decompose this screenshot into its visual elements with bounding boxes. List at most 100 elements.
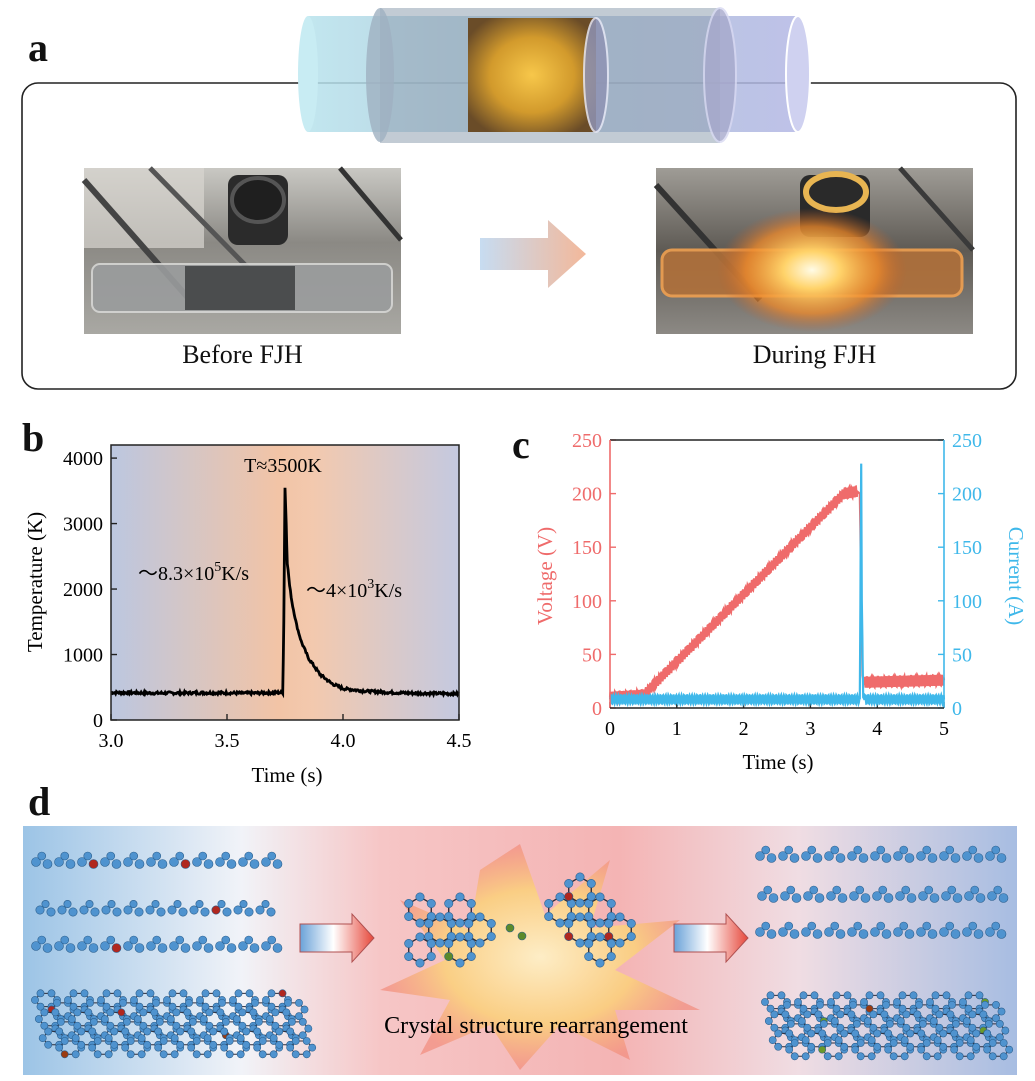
graphene-layer-atom	[42, 859, 53, 869]
graphene-layer-atom	[244, 851, 254, 861]
graphene-layer-atom	[272, 943, 283, 953]
graphene-layer-atom	[200, 907, 210, 917]
left-hex-sheet-atom	[245, 989, 254, 998]
right-hex-sheet-atom	[942, 991, 951, 1000]
right-hex-sheet-atom	[906, 1042, 915, 1051]
right-hex-sheet-atom	[1005, 1045, 1014, 1054]
right-hex-sheet-atom	[766, 1004, 775, 1013]
graphene-layer-atom	[238, 941, 248, 951]
graphene-layer-atom	[173, 900, 182, 909]
right-hex-sheet-atom	[939, 1029, 948, 1038]
right-hex-sheet-atom	[799, 991, 808, 1000]
graphene-layer-atom	[244, 907, 254, 917]
graphene-layer-atom	[215, 941, 225, 951]
graphene-layer-atom	[768, 893, 779, 903]
graphene-layer-atom	[83, 935, 93, 945]
right-hex-sheet-atom	[988, 1052, 997, 1061]
center-left-fragment-atom	[435, 938, 445, 948]
left-hex-sheet-atom	[258, 1037, 267, 1045]
center-left-fragment-atom	[486, 919, 496, 929]
right-hex-sheet-atom	[830, 1017, 839, 1025]
center-right-fragment-atom	[584, 939, 594, 949]
graphene-layer-atom	[904, 853, 915, 863]
graphene-layer-atom	[991, 845, 1001, 855]
center-right-fragment-atom	[586, 878, 596, 888]
graphene-layer-atom	[973, 929, 984, 939]
center-left-fragment-atom	[486, 932, 496, 942]
right-hex-sheet-atom	[856, 1052, 865, 1061]
right-hex-sheet-atom	[917, 1045, 926, 1054]
graphene-layer-atom	[761, 921, 771, 931]
right-hex-sheet-atom	[803, 1023, 812, 1032]
graphene-layer-atom	[780, 891, 790, 901]
left-hex-sheet-atom	[209, 1027, 218, 1036]
left-hex-sheet-atom	[286, 1043, 295, 1052]
right-hex-sheet-atom	[950, 1045, 959, 1054]
right-hex-sheet-atom	[972, 1042, 981, 1051]
graphene-layer-atom	[927, 929, 938, 939]
left-hex-sheet-atom	[51, 1008, 60, 1017]
left-hex-sheet-atom	[71, 1050, 80, 1059]
right-hex-sheet-atom	[832, 991, 841, 1000]
left-hex-sheet-atom	[69, 989, 78, 998]
graphene-layer-atom	[893, 927, 903, 937]
right-hex-sheet-atom	[865, 991, 874, 1000]
right-hex-sheet-atom	[995, 1020, 1004, 1028]
left-hex-sheet-atom	[220, 1027, 229, 1036]
before-fjh-photo	[81, 166, 403, 334]
left-hex-sheet-atom	[106, 1021, 115, 1030]
center-right-fragment-atom	[555, 918, 565, 928]
graphene-layer-atom	[203, 943, 214, 953]
left-hex-sheet-atom	[154, 1027, 163, 1036]
voltage-chart-x-tick-label-5: 5	[939, 718, 949, 740]
graphene-layer-atom	[211, 905, 221, 915]
graphene-layer-atom	[998, 893, 1009, 903]
center-left-fragment-atom	[466, 952, 476, 962]
left-hex-sheet-atom	[44, 1027, 53, 1036]
left-hex-sheet-atom	[253, 1027, 262, 1036]
right-hex-sheet-atom	[834, 1052, 843, 1061]
graphene-layer-atom	[35, 905, 45, 915]
graphene-layer-atom	[786, 885, 796, 895]
energy-burst-shape	[380, 844, 700, 1070]
graphene-layer-atom	[192, 941, 202, 951]
center-left-fragment-atom	[404, 912, 414, 922]
graphene-layer-atom	[789, 853, 800, 863]
right-hex-sheet-atom	[819, 1020, 828, 1028]
right-hex-sheet-atom	[867, 1052, 876, 1061]
left-hex-sheet-atom	[170, 1050, 179, 1059]
graphene-layer-atom	[830, 921, 840, 931]
graphene-layer-atom	[145, 905, 155, 915]
left-hex-sheet-atom	[267, 1002, 276, 1011]
right-hex-sheet-atom	[882, 1000, 890, 1009]
current-y-tick-label-1: 50	[952, 644, 972, 666]
left-hex-sheet-atom	[254, 1018, 263, 1026]
right-hex-sheet-atom	[902, 1010, 911, 1019]
graphene-layer-atom	[895, 891, 905, 901]
graphene-layer-atom	[973, 853, 984, 863]
left-hex-sheet-atom	[47, 989, 56, 998]
left-hex-sheet-atom	[53, 998, 61, 1007]
left-hex-sheet-atom	[154, 1043, 163, 1052]
graphene-layer-atom	[968, 845, 978, 855]
right-hex-sheet-atom	[810, 991, 819, 1000]
right-hex-sheet-atom	[975, 991, 984, 1000]
left-hex-sheet-atom	[102, 989, 111, 998]
graphene-layer-atom	[916, 851, 926, 861]
graphene-layer-atom	[824, 851, 834, 861]
left-hex-sheet-atom	[155, 1018, 164, 1026]
graphene-layer-atom	[755, 927, 765, 937]
graphene-layer-atom	[993, 885, 1003, 895]
right-hex-sheet-atom	[959, 998, 967, 1006]
graphene-layer-atom	[261, 857, 271, 867]
left-hex-sheet-atom	[137, 1034, 146, 1043]
graphene-layer-atom	[778, 851, 788, 861]
center-left-fragment-atom	[466, 899, 476, 909]
right-hex-sheet-atom	[992, 1000, 1000, 1009]
right-hex-sheet-atom	[836, 1010, 845, 1019]
migrating-atom	[517, 931, 527, 941]
left-hex-sheet-atom	[121, 1027, 130, 1036]
right-hex-sheet-atom	[896, 1017, 905, 1025]
graphene-layer-atom	[152, 851, 162, 861]
left-hex-sheet-atom	[44, 1040, 53, 1049]
